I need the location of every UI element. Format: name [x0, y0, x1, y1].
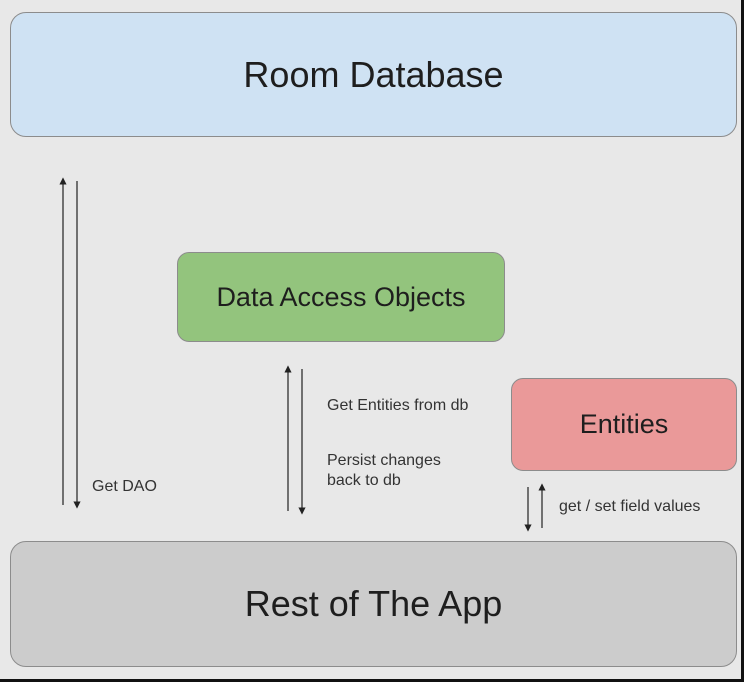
persist-line-1: Persist changes [327, 452, 441, 469]
get-dao-label: Get DAO [92, 478, 157, 495]
get-set-field-label: get / set field values [559, 498, 701, 515]
rest-of-app-label: Rest of The App [244, 583, 503, 624]
room-database-box: Room Database [10, 12, 737, 137]
right-edge [741, 0, 744, 682]
get-entities-label: Get Entities from db [327, 397, 469, 414]
entities-box: Entities [511, 378, 737, 471]
persist-line-2: back to db [327, 472, 401, 489]
data-access-objects-box: Data Access Objects [177, 252, 505, 342]
entities-label: Entities [579, 409, 669, 439]
room-database-label: Room Database [243, 53, 504, 95]
rest-of-app-box: Rest of The App [10, 541, 737, 667]
dao-label: Data Access Objects [216, 281, 466, 312]
bottom-edge [0, 679, 744, 682]
persist-changes-label: Persist changes back to db [327, 451, 441, 491]
